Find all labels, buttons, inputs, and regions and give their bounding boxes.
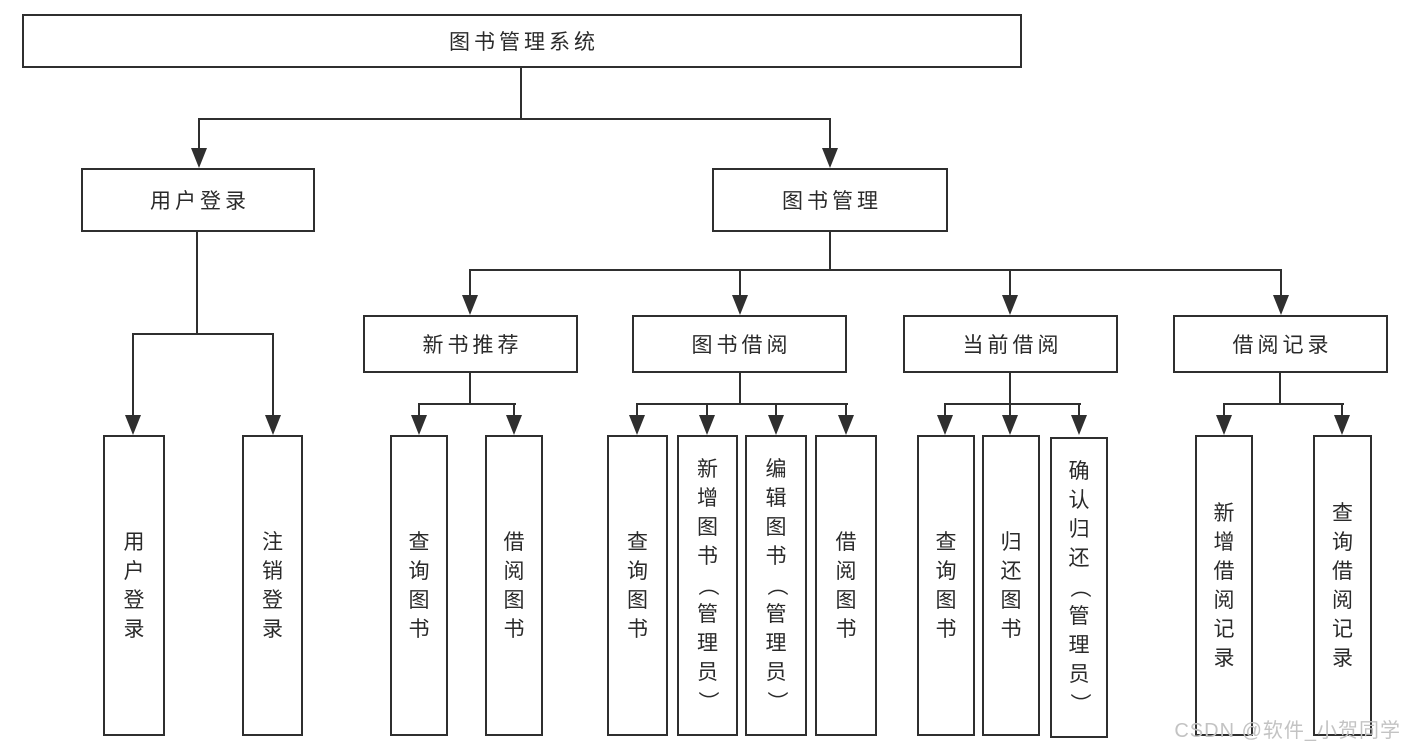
- node-book-management: 图书管理: [712, 168, 948, 232]
- arrowhead-icon: [699, 415, 715, 435]
- connector-line: [469, 373, 471, 405]
- connector-line: [829, 232, 831, 271]
- connector-line: [775, 405, 777, 419]
- connector-line: [845, 405, 847, 419]
- connector-line: [469, 271, 471, 301]
- connector-line: [706, 405, 708, 419]
- connector-line: [132, 333, 274, 335]
- arrowhead-icon: [1002, 415, 1018, 435]
- arrowhead-icon: [838, 415, 854, 435]
- connector-line: [1223, 405, 1225, 419]
- connector-line: [1341, 405, 1343, 419]
- connector-line: [418, 403, 516, 405]
- connector-line: [1009, 271, 1011, 301]
- connector-line: [739, 373, 741, 405]
- connector-line: [272, 335, 274, 417]
- connector-line: [636, 405, 638, 419]
- node-user-login-action: 用户登录: [103, 435, 165, 736]
- node-query-books-current: 查询图书: [917, 435, 975, 736]
- node-query-borrow-record: 查询借阅记录: [1313, 435, 1372, 736]
- arrowhead-icon: [1071, 415, 1087, 435]
- node-return-books: 归还图书: [982, 435, 1040, 736]
- node-add-books-admin: 新增图书（管理员）: [677, 435, 738, 736]
- arrowhead-icon: [1273, 295, 1289, 315]
- connector-line: [1078, 405, 1080, 419]
- connector-line: [1009, 405, 1011, 419]
- connector-line: [198, 118, 831, 120]
- arrowhead-icon: [411, 415, 427, 435]
- arrowhead-icon: [768, 415, 784, 435]
- node-borrow-books-recommend: 借阅图书: [485, 435, 543, 736]
- node-library-management-system: 图书管理系统: [22, 14, 1022, 68]
- connector-line: [1279, 373, 1281, 405]
- connector-line: [636, 403, 848, 405]
- arrowhead-icon: [462, 295, 478, 315]
- node-borrowing-records: 借阅记录: [1173, 315, 1388, 373]
- arrowhead-icon: [1334, 415, 1350, 435]
- connector-line: [198, 120, 200, 160]
- node-add-borrow-record: 新增借阅记录: [1195, 435, 1253, 736]
- node-borrow-books-borrowing: 借阅图书: [815, 435, 877, 736]
- node-book-borrowing: 图书借阅: [632, 315, 847, 373]
- connector-line: [739, 271, 741, 301]
- node-query-books-recommend: 查询图书: [390, 435, 448, 736]
- node-user-login: 用户登录: [81, 168, 315, 232]
- connector-line: [944, 405, 946, 419]
- connector-line: [520, 68, 522, 120]
- arrowhead-icon: [191, 148, 207, 168]
- arrowhead-icon: [822, 148, 838, 168]
- watermark: CSDN @软件_小贺同学: [1174, 720, 1401, 742]
- arrowhead-icon: [265, 415, 281, 435]
- connector-line: [513, 405, 515, 419]
- node-edit-books-admin: 编辑图书（管理员）: [745, 435, 807, 736]
- arrowhead-icon: [937, 415, 953, 435]
- node-new-book-recommendation: 新书推荐: [363, 315, 578, 373]
- connector-line: [829, 120, 831, 160]
- node-current-borrowing: 当前借阅: [903, 315, 1118, 373]
- arrowhead-icon: [1002, 295, 1018, 315]
- node-logout: 注销登录: [242, 435, 303, 736]
- node-query-books-borrowing: 查询图书: [607, 435, 668, 736]
- connector-line: [469, 269, 1282, 271]
- connector-line: [196, 232, 198, 335]
- arrowhead-icon: [125, 415, 141, 435]
- arrowhead-icon: [629, 415, 645, 435]
- arrowhead-icon: [506, 415, 522, 435]
- connector-line: [132, 335, 134, 417]
- node-confirm-return-admin: 确认归还（管理员）: [1050, 437, 1108, 738]
- connector-line: [1280, 271, 1282, 301]
- arrowhead-icon: [1216, 415, 1232, 435]
- connector-line: [944, 403, 1081, 405]
- arrowhead-icon: [732, 295, 748, 315]
- connector-line: [1223, 403, 1344, 405]
- connector-line: [418, 405, 420, 419]
- connector-line: [1009, 373, 1011, 405]
